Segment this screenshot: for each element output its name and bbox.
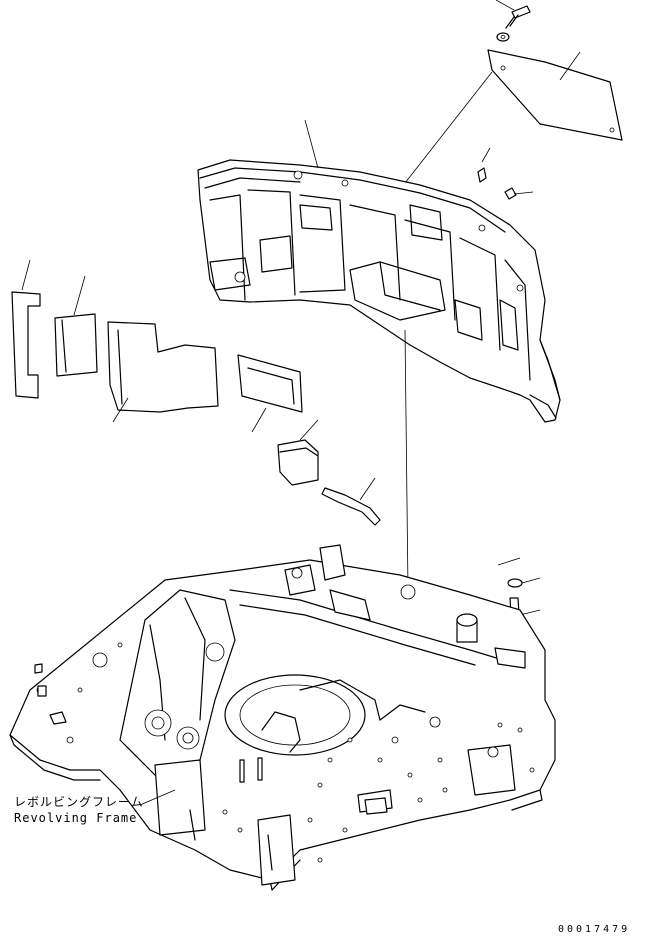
angle-cover-part <box>54 275 98 377</box>
small-washer-part <box>504 187 534 200</box>
large-cover-part <box>107 321 219 423</box>
washer-part <box>496 32 510 42</box>
revolving-frame-part <box>9 544 556 891</box>
leader-line <box>304 119 319 169</box>
alignment-line <box>404 71 493 184</box>
side-pad-part <box>11 259 41 399</box>
block-part <box>277 419 319 486</box>
strip-part <box>321 477 381 526</box>
alignment-line-vertical <box>404 329 409 591</box>
label-leader <box>139 789 176 806</box>
revolving-frame-label-jp: レボルビングフレーム <box>14 795 144 809</box>
plate-pad-part <box>237 354 303 433</box>
leader-line <box>497 557 521 566</box>
drawing-number: 00017479 <box>558 924 631 935</box>
counterweight-part <box>197 159 561 423</box>
small-bolt-part <box>477 147 491 183</box>
bolt-part <box>495 0 531 29</box>
washer-part-right <box>507 577 541 588</box>
cover-plate-part <box>487 49 623 141</box>
revolving-frame-label-en: Revolving Frame <box>14 811 138 825</box>
